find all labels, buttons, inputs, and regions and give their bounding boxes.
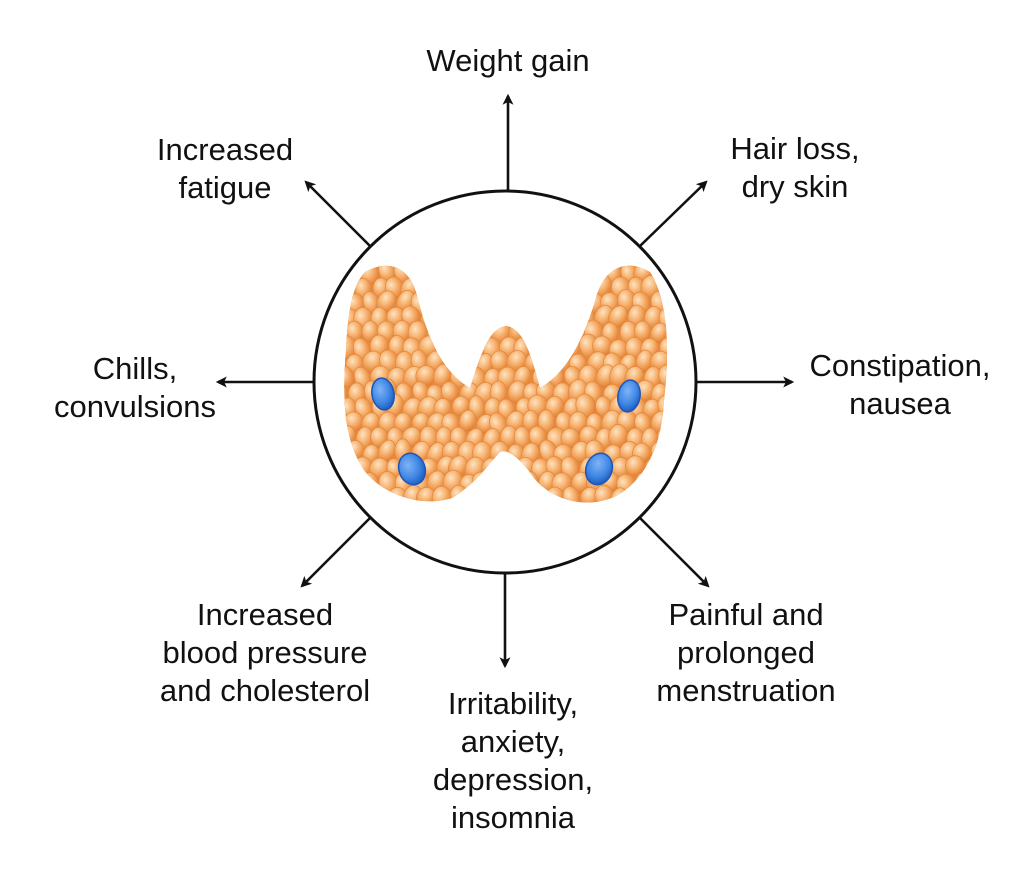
label-line: Hair loss,: [730, 131, 860, 166]
nodule-lower-right: [584, 452, 614, 486]
arrow-bottom-right: [639, 517, 710, 588]
label-line: Increased: [196, 597, 334, 632]
symptom-label-bottom: Irritability, anxiety, depression, insom…: [405, 685, 621, 837]
label-line: anxiety,: [460, 724, 566, 759]
symptom-label-left: Chills, convulsions: [20, 350, 250, 426]
label-line: depression,: [432, 762, 594, 797]
label-line: menstruation: [656, 673, 836, 708]
label-line: convulsions: [54, 389, 216, 424]
gland-cell: [344, 381, 349, 407]
label-line: fatigue: [178, 170, 272, 205]
symptom-label-top-left: Increased fatigue: [120, 131, 330, 207]
label-line: Increased: [156, 132, 294, 167]
label-line: prolonged: [677, 635, 815, 670]
symptom-label-top-right: Hair loss, dry skin: [690, 130, 900, 206]
arrow-top-right: [639, 180, 708, 247]
arrows: [215, 93, 795, 669]
nodule-upper-right: [617, 379, 641, 413]
gland-cell: [440, 381, 460, 403]
nodule-lower-left: [397, 452, 427, 486]
label-line: nausea: [849, 386, 951, 421]
label-line: Painful and: [668, 597, 824, 632]
symptom-label-top: Weight gain: [408, 42, 608, 80]
label-line: Weight gain: [426, 43, 590, 78]
gland-cell: [625, 455, 645, 478]
label-line: dry skin: [741, 169, 849, 204]
gland-cell: [658, 364, 668, 389]
label-line: blood pressure: [162, 635, 368, 670]
arrow-top-left: [304, 180, 371, 247]
symptom-label-bottom-left: Increased blood pressure and cholesterol: [130, 596, 400, 710]
nodules: [371, 377, 641, 486]
nodule-upper-left: [371, 377, 395, 411]
symptom-label-right: Constipation, nausea: [780, 347, 1020, 423]
label-line: Chills,: [92, 351, 178, 386]
label-line: and cholesterol: [159, 673, 371, 708]
arrow-bottom-left: [300, 517, 371, 588]
label-line: Irritability,: [447, 686, 579, 721]
symptom-label-bottom-right: Painful and prolonged menstruation: [628, 596, 864, 710]
label-line: insomnia: [450, 800, 576, 835]
label-line: Constipation,: [809, 348, 991, 383]
